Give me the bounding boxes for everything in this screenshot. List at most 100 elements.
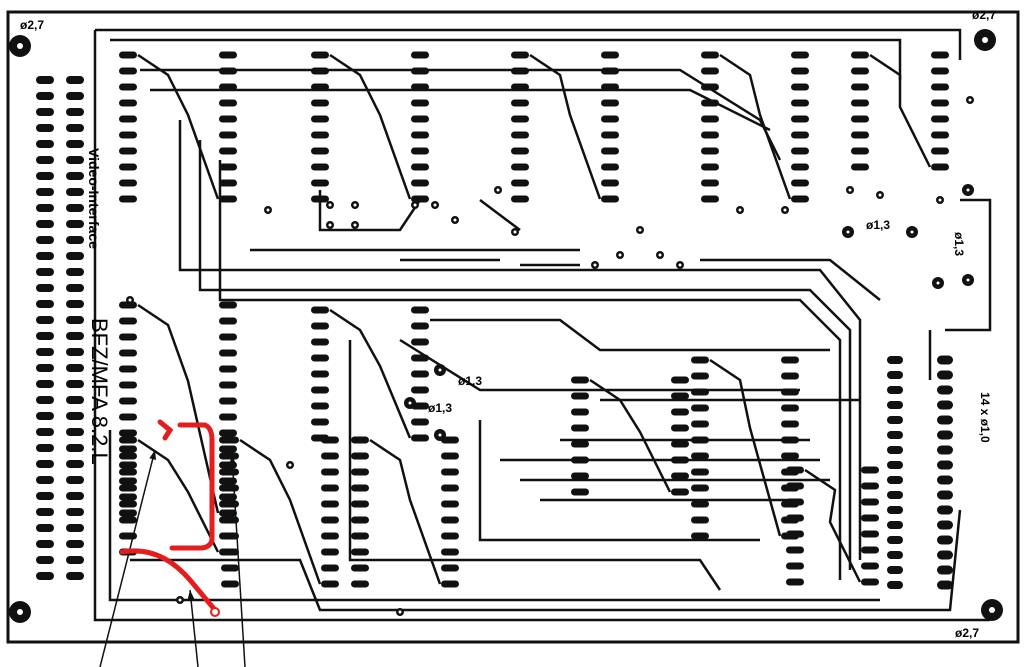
pad bbox=[119, 301, 137, 309]
pad bbox=[781, 356, 799, 364]
via-hole bbox=[353, 223, 357, 227]
pad bbox=[601, 163, 619, 171]
pad bbox=[937, 550, 953, 560]
pad bbox=[36, 92, 54, 100]
pad bbox=[36, 348, 54, 356]
pad bbox=[36, 236, 54, 244]
pad bbox=[601, 115, 619, 123]
modification-wires bbox=[119, 419, 220, 617]
pad bbox=[786, 578, 804, 586]
pad bbox=[321, 532, 339, 540]
pad bbox=[219, 477, 237, 485]
pad bbox=[66, 108, 84, 116]
pad bbox=[351, 516, 369, 524]
pad bbox=[36, 204, 54, 212]
pad bbox=[36, 380, 54, 388]
pad bbox=[791, 99, 809, 107]
pad bbox=[701, 179, 719, 187]
pad bbox=[311, 67, 329, 75]
pad bbox=[601, 51, 619, 59]
pad bbox=[411, 67, 429, 75]
pad bbox=[571, 408, 589, 416]
pad bbox=[701, 115, 719, 123]
pointer-arrow bbox=[99, 449, 156, 667]
pad bbox=[691, 420, 709, 428]
via-hole bbox=[328, 203, 332, 207]
pad bbox=[119, 365, 137, 373]
pad bbox=[36, 524, 54, 532]
modification-wire bbox=[119, 548, 218, 613]
pad bbox=[219, 349, 237, 357]
via-hole bbox=[438, 433, 442, 437]
pad bbox=[311, 402, 329, 410]
pad bbox=[571, 440, 589, 448]
pad bbox=[511, 83, 529, 91]
pad bbox=[119, 477, 137, 485]
trace bbox=[110, 38, 902, 80]
trace bbox=[198, 140, 852, 570]
hole-label-top-left: ø2,7 bbox=[20, 18, 45, 32]
pad bbox=[887, 416, 903, 424]
pad bbox=[791, 115, 809, 123]
via-hole bbox=[328, 223, 332, 227]
pad bbox=[571, 472, 589, 480]
trace bbox=[329, 53, 412, 200]
pad bbox=[931, 83, 949, 91]
pad bbox=[221, 484, 239, 492]
pad bbox=[119, 333, 137, 341]
pad bbox=[66, 364, 84, 372]
pad bbox=[786, 514, 804, 522]
pad bbox=[851, 51, 869, 59]
pad bbox=[119, 509, 137, 517]
pad bbox=[119, 381, 137, 389]
pad bbox=[36, 476, 54, 484]
pad bbox=[66, 284, 84, 292]
via-hole bbox=[593, 263, 597, 267]
pad bbox=[66, 316, 84, 324]
trace bbox=[137, 438, 220, 553]
pad bbox=[119, 131, 137, 139]
arrow-head bbox=[149, 450, 157, 460]
board-subtitle: Video-Interface bbox=[86, 148, 102, 249]
pad bbox=[321, 436, 339, 444]
pad bbox=[411, 434, 429, 442]
pad bbox=[887, 566, 903, 574]
pad bbox=[791, 179, 809, 187]
trace bbox=[479, 199, 521, 231]
pad bbox=[411, 418, 429, 426]
via-hole bbox=[433, 203, 437, 207]
pad bbox=[351, 500, 369, 508]
via-hole bbox=[968, 98, 972, 102]
pad bbox=[66, 156, 84, 164]
pad bbox=[311, 322, 329, 330]
pad bbox=[36, 444, 54, 452]
pad bbox=[66, 540, 84, 548]
trace bbox=[108, 430, 880, 602]
pad bbox=[219, 493, 237, 501]
pad bbox=[937, 445, 953, 455]
pad bbox=[119, 397, 137, 405]
via-hole bbox=[738, 208, 742, 212]
pad bbox=[937, 505, 953, 515]
pad bbox=[66, 300, 84, 308]
pad bbox=[887, 461, 903, 469]
board-title: BFZ/MFA 8.2.L bbox=[87, 318, 112, 465]
pad bbox=[411, 306, 429, 314]
pad bbox=[351, 532, 369, 540]
pad bbox=[311, 370, 329, 378]
pad bbox=[321, 516, 339, 524]
pad bbox=[219, 67, 237, 75]
pad bbox=[351, 484, 369, 492]
connector-holes-label: 14 x ø1,0 bbox=[978, 392, 992, 443]
via-hole bbox=[413, 203, 417, 207]
pad bbox=[671, 488, 689, 496]
pad bbox=[671, 440, 689, 448]
pad bbox=[937, 490, 953, 500]
pad bbox=[691, 388, 709, 396]
pad bbox=[351, 580, 369, 588]
pad bbox=[411, 83, 429, 91]
pad bbox=[887, 401, 903, 409]
pad bbox=[36, 540, 54, 548]
hole-label-4: ø1,3 bbox=[428, 401, 453, 415]
